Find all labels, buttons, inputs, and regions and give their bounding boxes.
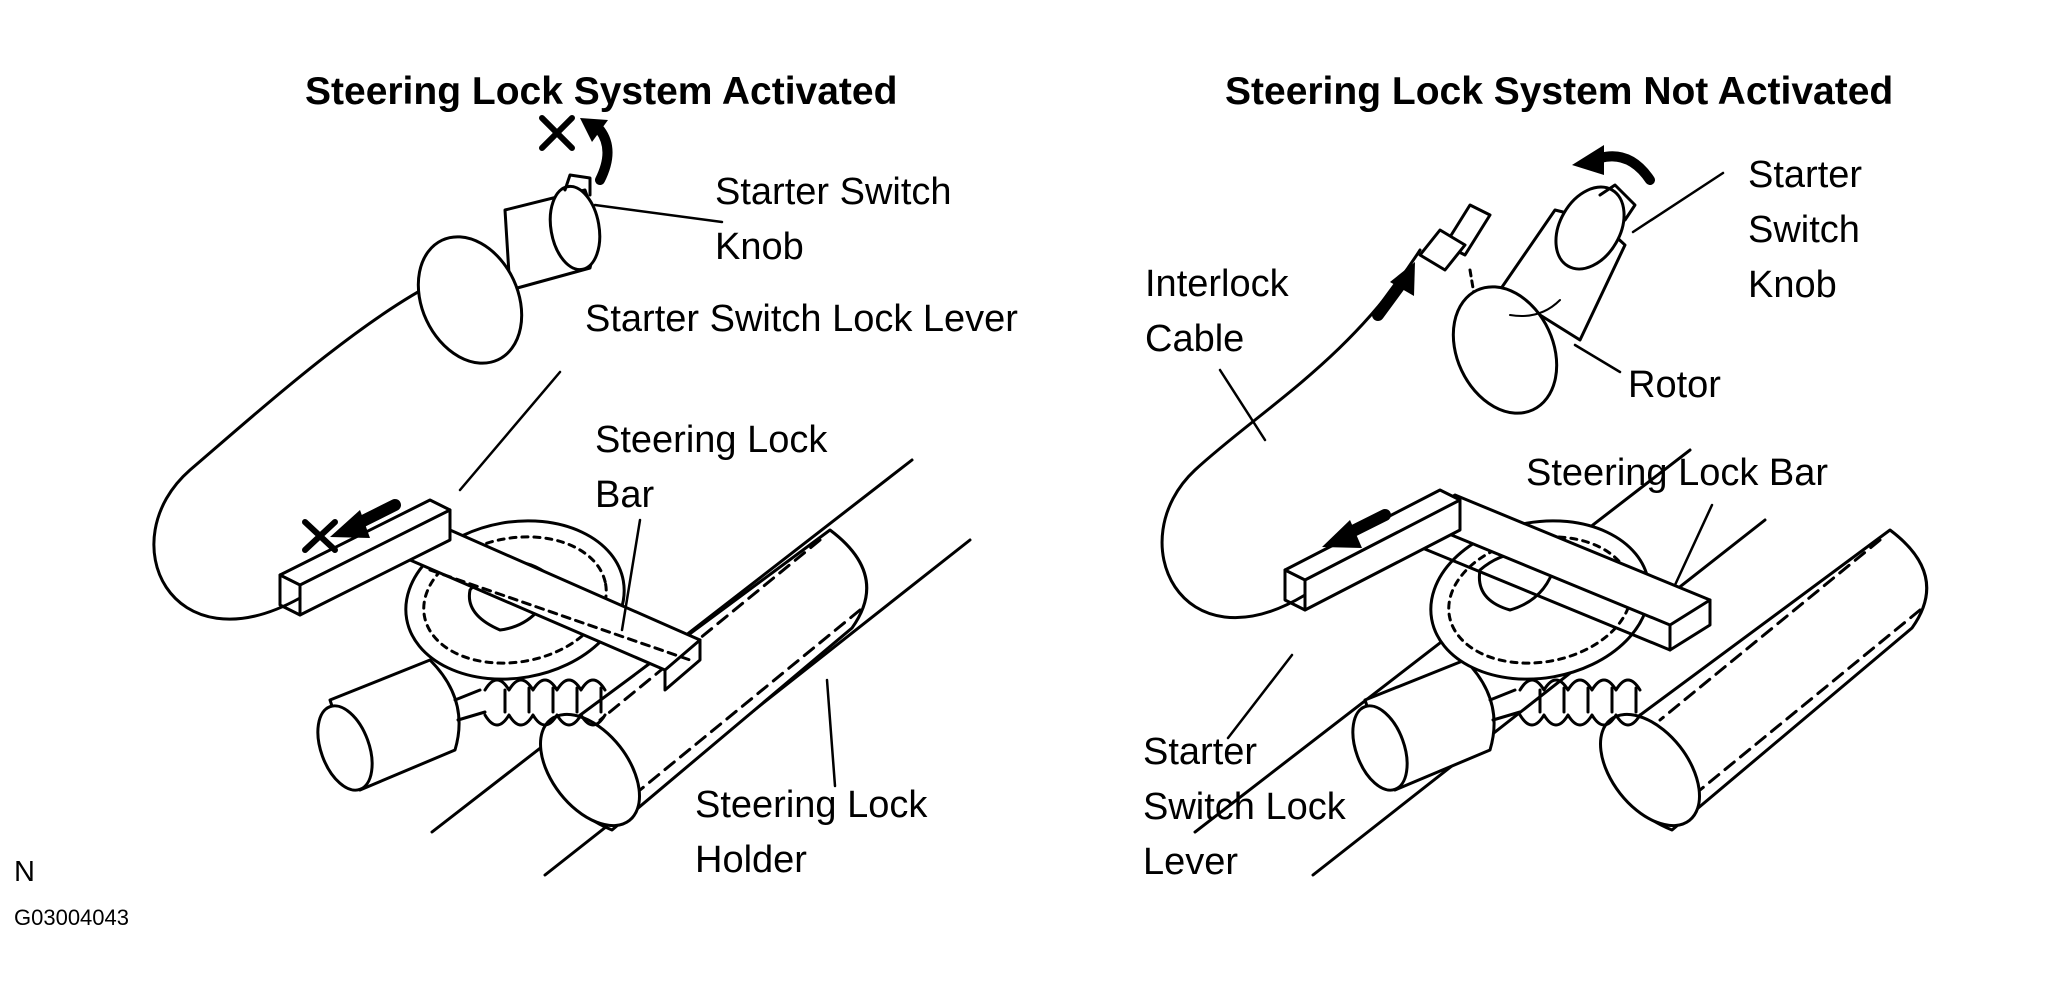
left-blocked-rotation-arrow <box>580 118 613 185</box>
right-knob-rotation-arrow <box>1572 145 1655 185</box>
label-left-starter-switch-lock-lever: Starter Switch Lock Lever <box>585 298 1018 340</box>
label-right-starter-switch-lock-lever: Starter Switch Lock Lever <box>1143 731 1346 883</box>
left-steering-lock-holder <box>539 528 869 832</box>
left-motor-worm-gear <box>316 658 607 792</box>
label-right-starter-switch-knob: Starter Switch Knob <box>1748 154 1863 306</box>
left-leader-lines <box>458 203 837 788</box>
right-motor-worm-gear <box>1351 658 1642 792</box>
left-lock-lever <box>278 498 452 617</box>
label-left-steering-lock-holder: Steering Lock Holder <box>695 784 928 881</box>
label-left-steering-lock-bar: Steering Lock Bar <box>595 419 828 516</box>
right-interlock-cable <box>1160 248 1422 620</box>
label-left-starter-switch-knob: Starter Switch Knob <box>715 171 952 268</box>
right-lock-lever <box>1283 488 1462 612</box>
left-steering-lock-bar <box>408 528 702 692</box>
footer-code: N <box>14 856 35 888</box>
right-leader-lines <box>1218 171 1725 740</box>
left-x-mark-lever <box>302 519 338 553</box>
right-panel-title: Steering Lock System Not Activated <box>1225 70 1894 113</box>
right-illustration <box>1160 145 1929 877</box>
right-cable-arrow <box>1372 262 1415 321</box>
label-right-rotor: Rotor <box>1628 364 1721 406</box>
left-x-mark-knob <box>539 115 575 151</box>
right-steering-lock-holder <box>1599 528 1929 832</box>
left-illustration <box>152 115 972 877</box>
figure-id: G03004043 <box>14 905 129 930</box>
left-blocked-lever-arrow <box>330 499 401 538</box>
left-interlock-cable <box>152 278 442 621</box>
right-lever-arrow <box>1322 509 1391 548</box>
left-starter-switch <box>416 173 602 365</box>
label-right-steering-lock-bar: Steering Lock Bar <box>1526 452 1829 494</box>
right-interlock-connector <box>1418 203 1492 332</box>
left-panel-title: Steering Lock System Activated <box>305 70 898 113</box>
label-right-interlock-cable: Interlock Cable <box>1145 263 1289 360</box>
right-starter-switch <box>1451 183 1637 415</box>
